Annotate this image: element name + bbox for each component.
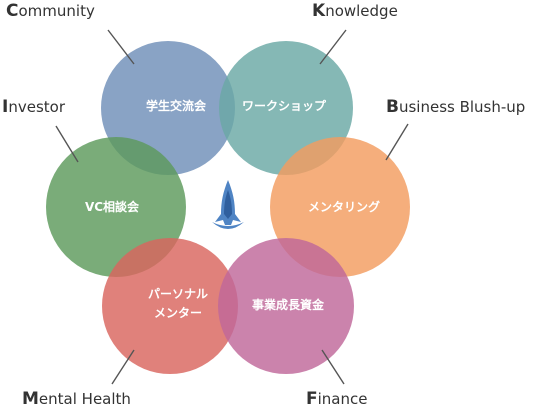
category-knowledge: Knowledge [312,1,398,21]
circle-finance [218,238,354,374]
label-personal: パーソナル [148,287,208,301]
leader-investor [55,125,79,163]
logo-inner-shape [224,190,232,219]
label-workshop: ワークショップ [242,98,327,113]
leader-knowledge [319,29,347,65]
category-finance: Finance [306,389,367,409]
category-community: Community [6,1,95,21]
label-mentor: メンター [154,306,202,320]
label-vc-consultation: VC相談会 [85,199,140,214]
rocket-logo-icon [212,180,244,229]
leader-finance [321,349,345,385]
leader-mental-health [111,349,135,385]
label-mentoring: メンタリング [308,199,380,214]
logo-base-arc [212,222,244,229]
circle-mental-health [102,238,238,374]
category-business-blush-up: Business Blush-up [386,97,525,117]
category-investor: Investor [2,97,66,117]
leader-business [385,123,409,161]
category-mental-health: Mental Health [22,389,131,409]
leader-community [107,29,135,65]
label-student-exchange: 学生交流会 [146,98,207,113]
circle-group [46,41,410,374]
label-growth-funding: 事業成長資金 [252,297,325,312]
